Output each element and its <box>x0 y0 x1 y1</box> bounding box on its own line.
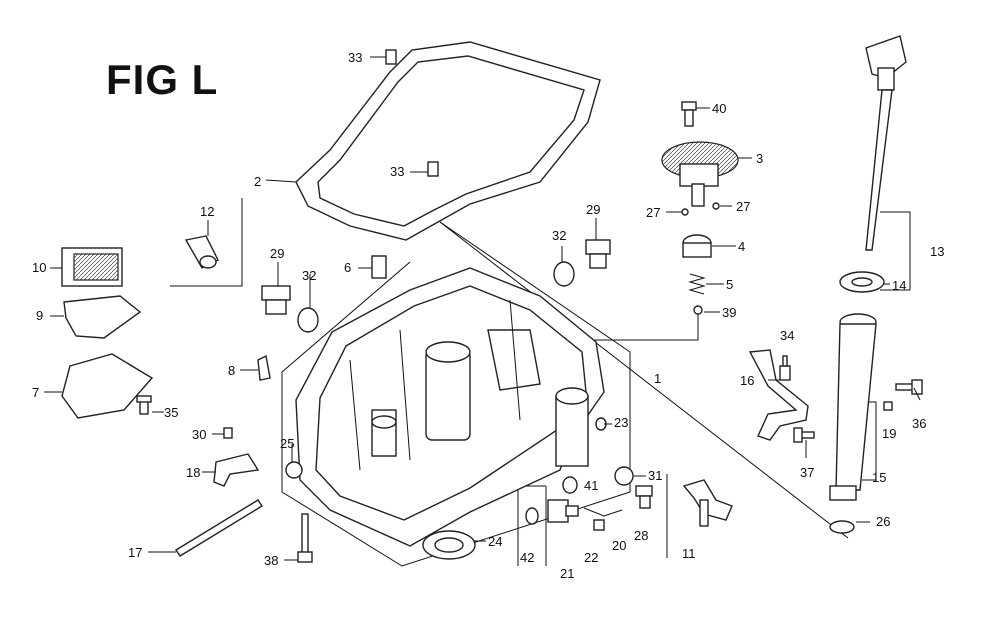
drain-bolt-28 <box>635 485 653 509</box>
callout-24: 24 <box>488 534 502 549</box>
drain-valve-21 <box>547 499 579 523</box>
callout-4: 4 <box>738 239 745 254</box>
callout-40: 40 <box>712 101 726 116</box>
washer-32-left <box>297 307 319 333</box>
bolt-36 <box>895 379 923 395</box>
collar-19 <box>883 401 893 411</box>
clip-22 <box>593 519 605 531</box>
callout-26: 26 <box>876 514 890 529</box>
callout-20: 20 <box>612 538 626 553</box>
plug-39 <box>693 305 703 315</box>
pin-27-left <box>681 208 689 216</box>
callout-13: 13 <box>930 244 944 259</box>
callout-31: 31 <box>648 468 662 483</box>
callout-7: 7 <box>32 385 39 400</box>
washer-31 <box>614 466 634 486</box>
callout-12: 12 <box>200 204 214 219</box>
callout-2: 2 <box>254 174 261 189</box>
callout-30: 30 <box>192 427 206 442</box>
oil-seal-14 <box>839 271 885 293</box>
dowel-33-top <box>385 49 397 65</box>
callout-41: 41 <box>584 478 598 493</box>
callout-16: 16 <box>740 373 754 388</box>
callout-29-right: 29 <box>586 202 600 217</box>
callout-18: 18 <box>186 465 200 480</box>
pin-30 <box>223 427 233 439</box>
bolt-40 <box>681 101 697 127</box>
bolt-34 <box>779 355 791 381</box>
plug-29-left <box>261 285 291 315</box>
bolt-37 <box>793 427 815 443</box>
callout-11: 11 <box>682 546 696 561</box>
callout-35: 35 <box>164 405 178 420</box>
callout-27-left: 27 <box>646 205 660 220</box>
callout-23: 23 <box>614 415 628 430</box>
callout-27-right: 27 <box>736 199 750 214</box>
governor-slider <box>682 234 712 258</box>
callout-36: 36 <box>912 416 926 431</box>
callout-6: 6 <box>344 260 351 275</box>
callout-32-left: 32 <box>302 268 316 283</box>
callout-39: 39 <box>722 305 736 320</box>
callout-25: 25 <box>280 436 294 451</box>
leader-lines <box>44 56 921 561</box>
cover-plate-7 <box>61 353 154 419</box>
plug-29-right <box>585 239 611 269</box>
pin-27-right <box>712 202 720 210</box>
oil-filler-tube <box>829 313 877 501</box>
governor-shaft-17 <box>175 499 263 557</box>
gasket-9 <box>63 295 142 339</box>
washer-25 <box>285 461 303 479</box>
callout-3: 3 <box>756 151 763 166</box>
callout-10: 10 <box>32 260 46 275</box>
callout-5: 5 <box>726 277 733 292</box>
washer-32-right <box>553 261 575 287</box>
crankcase-gasket <box>295 41 601 241</box>
callout-34: 34 <box>780 328 794 343</box>
figure-title: FIG L <box>106 56 219 103</box>
callout-38: 38 <box>264 553 278 568</box>
clip-8 <box>257 354 271 381</box>
dowel-6 <box>371 255 387 279</box>
filter-screen-10 <box>61 247 123 287</box>
dipstick <box>865 35 907 251</box>
callout-19: 19 <box>882 426 896 441</box>
drain-lever-20 <box>583 507 623 517</box>
callout-1: 1 <box>654 371 661 386</box>
washer-42 <box>525 507 539 525</box>
bolt-38 <box>297 513 313 563</box>
oil-seal-24 <box>422 530 476 560</box>
assembly-outline <box>170 198 911 567</box>
callout-9: 9 <box>36 308 43 323</box>
governor-arm-18 <box>213 453 260 487</box>
callout-42: 42 <box>520 550 534 565</box>
dowel-33-mid <box>427 161 439 177</box>
callout-17: 17 <box>128 545 142 560</box>
callout-22: 22 <box>584 550 598 565</box>
callout-labels: 33 33 2 12 10 9 7 35 29 32 6 8 30 25 18 … <box>32 50 944 581</box>
oil-sensor-12 <box>184 235 219 269</box>
callout-33-top: 33 <box>348 50 362 65</box>
bolt-35 <box>136 395 152 415</box>
callout-21: 21 <box>560 566 574 581</box>
callout-15: 15 <box>872 470 886 485</box>
callout-29-left: 29 <box>270 246 284 261</box>
drain-elbow-11 <box>682 479 733 527</box>
callout-28: 28 <box>634 528 648 543</box>
callout-37: 37 <box>800 465 814 480</box>
callout-14: 14 <box>892 278 906 293</box>
callout-33-mid: 33 <box>390 164 404 179</box>
crankcase-body <box>295 267 605 547</box>
bracket-16 <box>748 349 809 441</box>
spring-5 <box>688 273 706 295</box>
o-ring-26 <box>829 520 855 534</box>
callout-8: 8 <box>228 363 235 378</box>
callout-32-right: 32 <box>552 228 566 243</box>
governor-gear <box>661 141 739 207</box>
washer-41 <box>562 476 578 494</box>
